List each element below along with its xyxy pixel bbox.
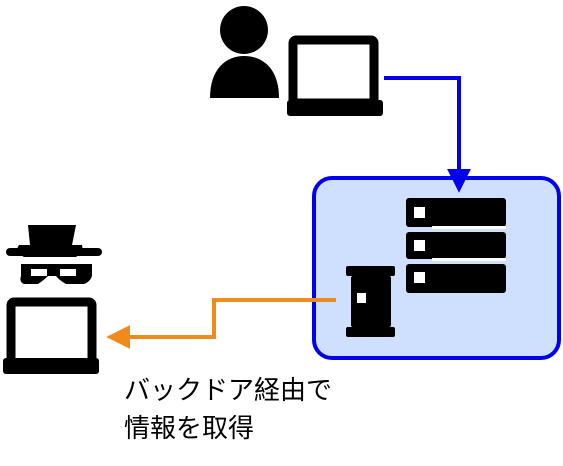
caption-line-2: 情報を取得 — [124, 414, 255, 444]
server-rack-icon — [406, 198, 506, 293]
caption-line-1: バックドア経由で — [124, 376, 333, 406]
user-icon — [210, 6, 279, 98]
laptop-icon — [287, 35, 383, 116]
caption: バックドア経由で 情報を取得 — [124, 372, 424, 448]
hacker-icon — [6, 225, 102, 284]
backdoor-to-attacker-arrow — [106, 298, 336, 349]
laptop-icon — [3, 297, 99, 374]
backdoor-tower-icon — [346, 266, 395, 337]
user-to-server-arrow — [384, 76, 471, 193]
